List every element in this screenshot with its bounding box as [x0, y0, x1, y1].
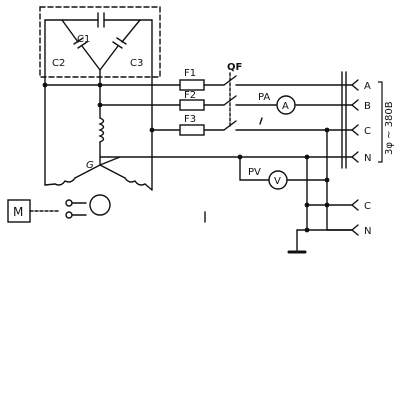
label-pv: PV	[248, 167, 261, 178]
label-motor: M	[13, 205, 23, 219]
label-qf: QF	[227, 62, 242, 73]
label-phase-n: N	[364, 153, 371, 164]
label-pa: PA	[258, 92, 270, 103]
label-lower-n: N	[364, 226, 371, 237]
label-f3: F3	[184, 114, 196, 125]
label-supply: 3φ ~ 380B	[384, 101, 395, 155]
label-phase-b: B	[364, 101, 371, 112]
label-voltmeter: V	[274, 176, 281, 187]
label-c3: C3	[130, 58, 143, 69]
fuse-f3	[179, 124, 205, 136]
label-f1: F1	[184, 68, 196, 79]
fuse-f2	[179, 99, 205, 111]
generator-coil-icon	[98, 117, 105, 143]
ammeter-symbol	[276, 95, 296, 115]
label-phase-a: A	[364, 81, 371, 92]
label-c1: C1	[77, 34, 90, 45]
rotor-symbol	[89, 194, 111, 216]
label-generator: G	[86, 160, 94, 171]
label-f2: F2	[184, 90, 196, 101]
generator-star	[44, 156, 153, 191]
breaker-qf	[223, 72, 237, 131]
label-lower-c: C	[364, 201, 371, 212]
label-phase-c: C	[364, 126, 371, 137]
capacitor-network	[61, 12, 141, 86]
label-c2: C2	[52, 58, 65, 69]
fuse-f1	[179, 79, 205, 91]
label-ammeter: A	[282, 101, 289, 112]
